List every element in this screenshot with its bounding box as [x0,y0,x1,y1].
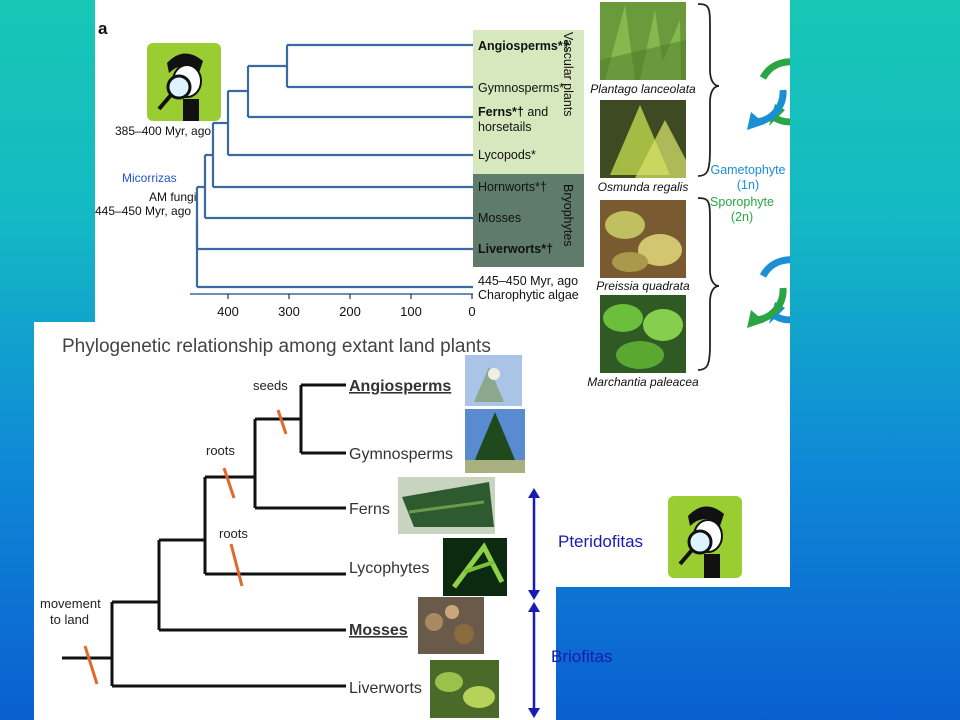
taxon-horsetails: horsetails [478,120,532,134]
taxon-mosses: Mosses [478,211,521,225]
taxon-angiosperms: Angiosperms [349,378,451,395]
taxon-lycophytes: Lycophytes [349,560,429,577]
life-cycle-labels: Gametophyte (1n) Sporophyte (2n) [710,163,786,224]
gametophyte-label: Gametophyte [710,163,785,177]
taxon-gymnosperms: Gymnosperms [349,446,453,463]
magnifier-character-icon [147,43,221,121]
gametophyte-ploidy: (1n) [737,178,759,192]
pteridofitas-arrow-down-icon [528,590,540,600]
clade-arrows [528,488,540,718]
taxon-hornworts: Hornworts*† [478,180,547,194]
taxon-lycopods: Lycopods* [478,148,536,162]
land-age-label: 445–450 Myr, ago [95,204,191,218]
bottom-phylogeny-figure: Phylogenetic relationship among extant l… [40,336,525,718]
sporophyte-brace [697,197,720,371]
tick-label: 100 [400,304,422,319]
bottom-taxa-labels: Angiosperms Gymnosperms Ferns Lycophytes… [349,378,453,697]
liverwort-photo [430,660,499,718]
top-taxa-labels: Angiosperms*† Gymnosperms* Ferns*† and h… [478,39,579,302]
pteridofitas-label: Pteridofitas [558,532,644,551]
bottom-phylogeny-panel: Phylogenetic relationship among extant l… [34,322,556,720]
seeds-label: seeds [253,378,288,393]
tick-label: 200 [339,304,361,319]
panel-letter: a [98,19,108,38]
osmunda-photo [600,100,686,178]
vascular-plants-label: Vascular plants [561,32,575,117]
roots-label-upper: roots [206,443,235,458]
taxon-charophytic-algae: Charophytic algae [478,288,579,302]
taxon-liverworts: Liverworts*† [478,242,553,256]
taxon-angiosperms: Angiosperms*† [478,39,570,53]
bottom-figure-title: Phylogenetic relationship among extant l… [62,336,491,357]
bottom-tree-branches [62,383,346,688]
fern-photo [398,477,495,534]
movement-label-line2: to land [50,612,89,627]
species-marchantia: Marchantia paleacea [587,375,699,389]
species-preissia: Preissia quadrata [596,279,690,293]
sporophyte-cycle-icon [747,256,790,328]
taxon-liverworts: Liverworts [349,680,422,697]
taxon-ferns: Ferns*† and [478,105,548,119]
axis-ticks [227,294,473,299]
roots-label-lower: roots [219,526,248,541]
innovation-marks [83,409,288,685]
innovation-labels: seeds roots roots movement to land [40,378,288,627]
seeds-mark [276,409,288,435]
vascular-age-label: 385–400 Myr, ago [115,124,211,138]
vascular-plants-box [473,30,584,174]
briofitas-label: Briofitas [551,647,613,666]
species-osmunda: Osmunda regalis [598,180,689,194]
roots-mark-lower [229,543,244,587]
tick-label: 300 [278,304,300,319]
taxon-ferns: Ferns [349,501,390,518]
bryophytes-box [473,174,584,267]
sporophyte-label: Sporophyte [710,195,774,209]
node-labels: 385–400 Myr, ago AM fungi 445–450 Myr, a… [95,124,211,218]
gametophyte-brace [697,3,720,177]
movement-label-line1: movement [40,596,101,611]
sporophyte-ploidy: (2n) [731,210,753,224]
axis-tick-labels: 400 300 200 100 0 [217,304,475,319]
marchantia-photo [600,295,686,373]
magnifier-character-icon [668,496,742,578]
roots-mark-upper [222,467,236,499]
taxon-gymnosperms: Gymnosperms* [478,81,564,95]
top-tree-branches [190,43,473,295]
briofitas-arrow-down-icon [528,708,540,718]
top-phylogeny-figure: a [95,2,790,389]
micorrizas-label: Micorrizas [122,171,177,185]
plantago-photo [600,2,686,80]
am-fungi-label: AM fungi [149,190,196,204]
briofitas-arrow-up-icon [528,602,540,612]
species-plantago: Plantago lanceolata [590,82,696,96]
lycophyte-photo [443,538,507,596]
species-labels: Plantago lanceolata Osmunda regalis Prei… [587,82,699,389]
pteridofitas-arrow-up-icon [528,488,540,498]
preissia-photo [600,200,686,278]
moss-photo [418,597,484,654]
gametophyte-cycle-icon [747,58,790,130]
tick-label: 400 [217,304,239,319]
charophyte-age-label: 445–450 Myr, ago [478,274,578,288]
gymnosperm-photo [465,409,525,473]
bryophytes-label: Bryophytes [561,184,575,247]
taxon-mosses: Mosses [349,622,408,639]
movement-mark [83,645,99,685]
tick-label: 0 [468,304,475,319]
angiosperm-photo [465,355,522,406]
